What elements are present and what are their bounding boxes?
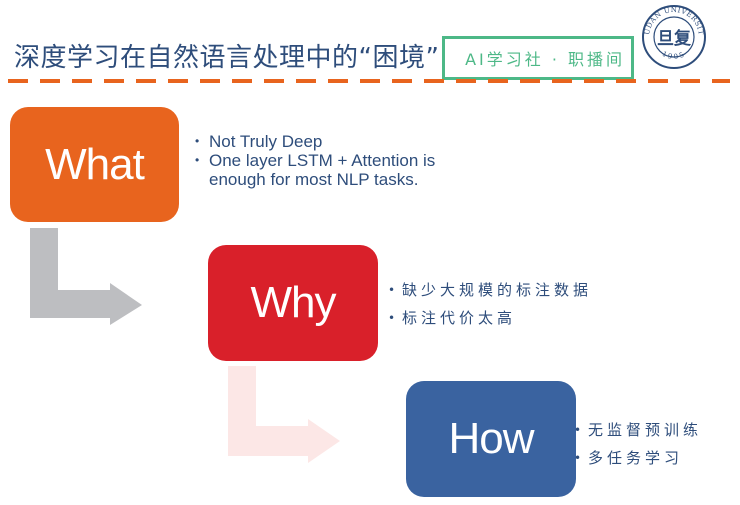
why-bullets: 缺少大规模的标注数据 标注代价太高 (388, 276, 592, 332)
slide-title: 深度学习在自然语言处理中的“困境” (14, 43, 440, 73)
title-divider (8, 79, 730, 83)
bullet-item: One layer LSTM + Attention is enough for… (195, 151, 495, 189)
svg-text:旦复: 旦复 (657, 28, 692, 49)
how-bullets: 无监督预训练 多任务学习 (574, 416, 702, 472)
what-bullets: Not Truly Deep One layer LSTM + Attentio… (195, 132, 495, 189)
bullet-item: Not Truly Deep (195, 132, 495, 151)
why-box: Why (208, 245, 378, 361)
why-label: Why (250, 278, 337, 327)
bullet-item: 缺少大规模的标注数据 (388, 276, 592, 304)
what-label: What (45, 139, 145, 189)
watermark-badge: AI学习社 · 职播间 (442, 36, 634, 80)
bullet-item: 多任务学习 (574, 444, 702, 472)
bullet-item: 标注代价太高 (388, 304, 592, 332)
how-label: How (448, 414, 534, 463)
what-box: What (10, 107, 179, 222)
university-seal-icon: FUDAN UNIVERSITY 1905 旦复 (641, 4, 706, 69)
watermark-text: AI学习社 · 职播间 (465, 50, 625, 69)
svg-text:1905: 1905 (661, 50, 687, 61)
bent-arrow-icon (228, 366, 340, 463)
how-box: How (406, 381, 576, 497)
bent-arrow-icon (30, 228, 142, 325)
bullet-item: 无监督预训练 (574, 416, 702, 444)
